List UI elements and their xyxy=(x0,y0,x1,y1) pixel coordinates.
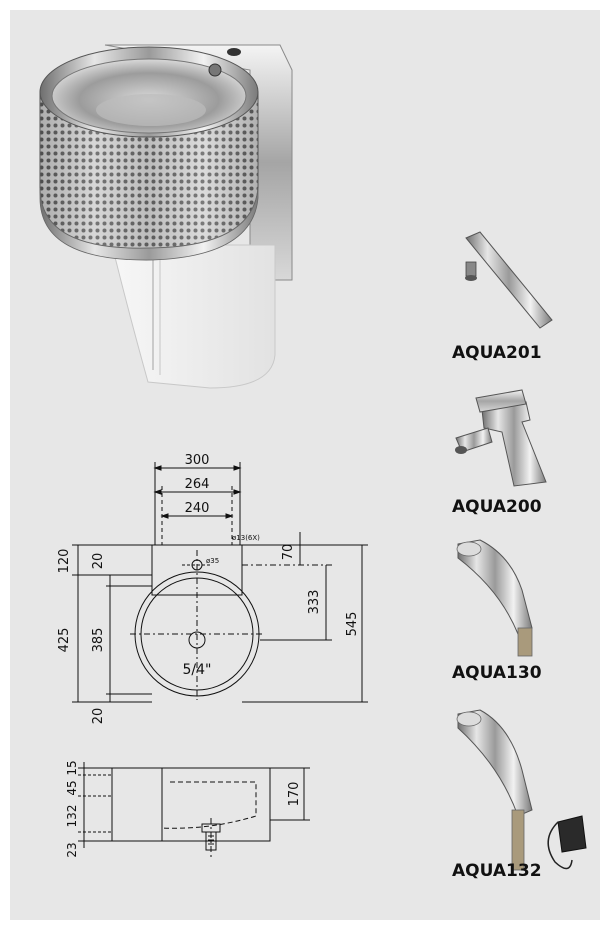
dim-15: 15 xyxy=(65,760,79,775)
drain-size-label: 5/4" xyxy=(183,662,212,678)
faucet-aqua132-image xyxy=(456,709,533,871)
faucet-aqua200-image xyxy=(455,389,547,487)
product-label-aqua201: AQUA201 xyxy=(452,343,542,363)
washbasin-photo xyxy=(39,44,293,389)
dim-545: 545 xyxy=(345,612,360,637)
product-label-aqua130: AQUA130 xyxy=(452,663,542,683)
product-sheet: AQUA201 AQUA200 AQUA130 AQUA132 xyxy=(10,10,600,920)
dim-23: 23 xyxy=(65,842,79,857)
dim-20-bottom: 20 xyxy=(91,708,106,725)
dim-300: 300 xyxy=(185,453,210,468)
front-view-drawing xyxy=(72,462,368,703)
dim-45: 45 xyxy=(65,780,79,795)
side-view-drawing xyxy=(78,762,310,858)
hole-note: ø13(6X) xyxy=(232,534,260,542)
dim-240: 240 xyxy=(185,501,210,516)
dim-132: 132 xyxy=(65,805,79,828)
dim-170: 170 xyxy=(287,782,302,807)
dim-425: 425 xyxy=(57,628,72,653)
dim-20-top: 20 xyxy=(91,553,106,570)
faucet-aqua201-image xyxy=(465,231,553,329)
dim-264: 264 xyxy=(185,477,210,492)
dim-385: 385 xyxy=(91,628,106,653)
product-label-aqua132: AQUA132 xyxy=(452,861,542,881)
product-label-aqua200: AQUA200 xyxy=(452,497,542,517)
tap-hole-label: ø35 xyxy=(206,557,219,565)
dim-70: 70 xyxy=(281,544,296,561)
faucet-aqua130-image xyxy=(456,539,533,657)
dim-120: 120 xyxy=(57,549,72,574)
drawing-canvas: AQUA201 AQUA200 AQUA130 AQUA132 xyxy=(39,44,587,881)
dim-333: 333 xyxy=(307,590,322,615)
power-adapter-image xyxy=(547,815,587,870)
